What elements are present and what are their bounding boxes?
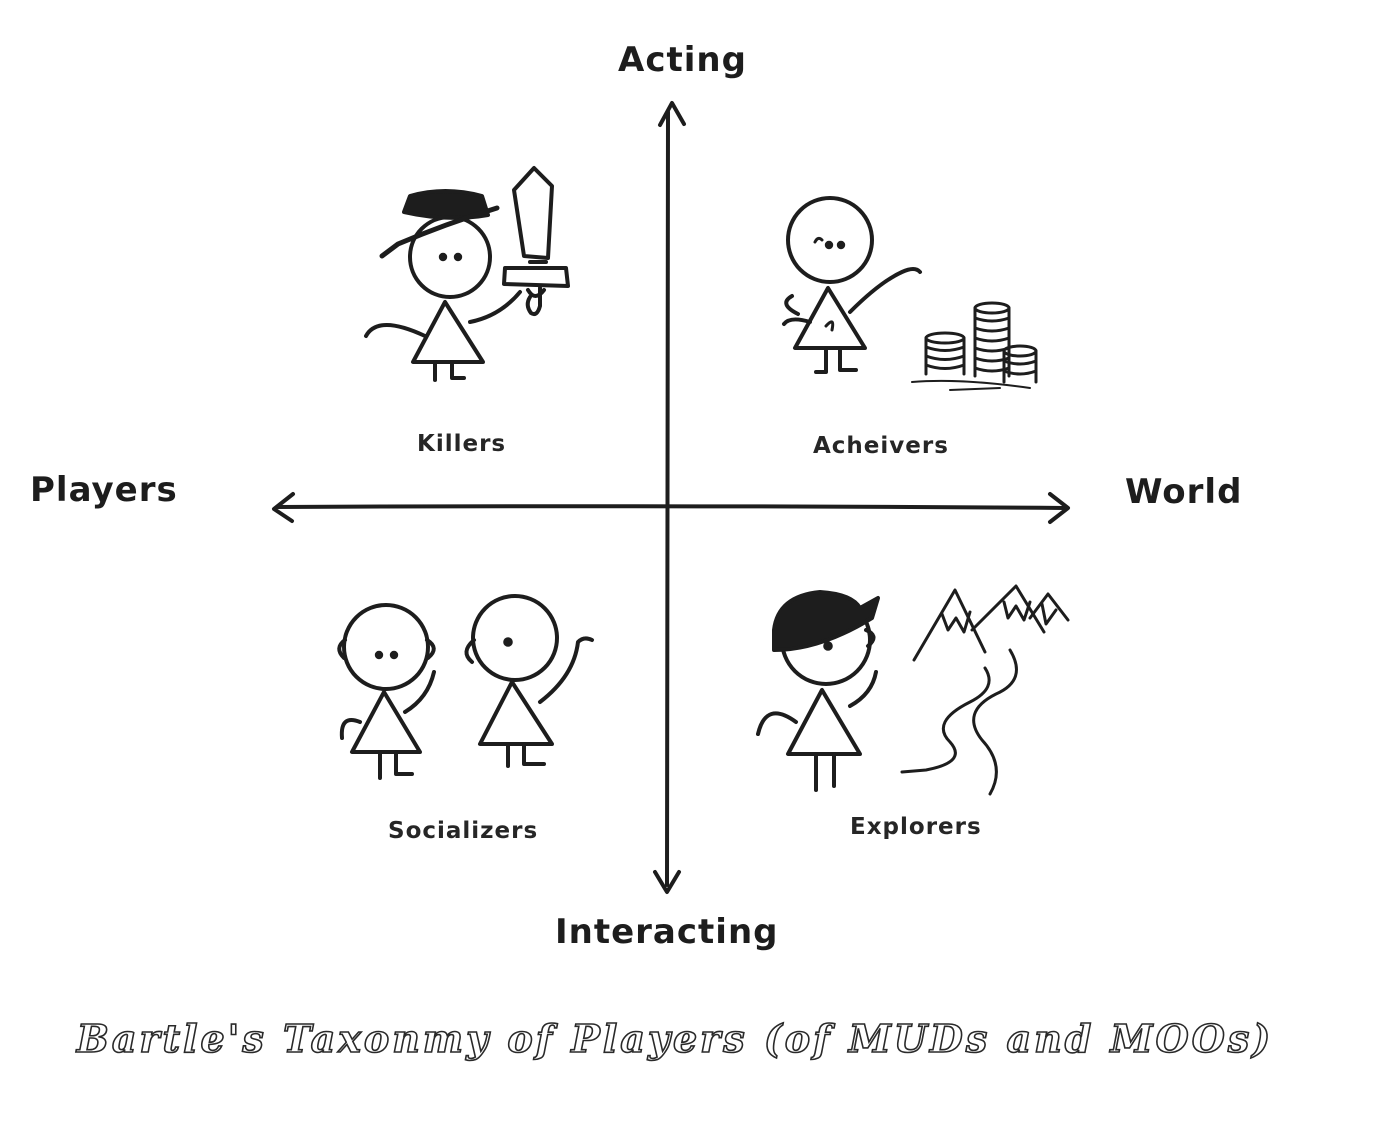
coin-stacks-icon — [911, 301, 1038, 391]
arrow-down-icon — [653, 870, 681, 894]
achiever-figure-icon — [782, 196, 1038, 391]
diagram-caption: Bartle's Taxonmy of Players (of MUDs and… — [76, 1015, 1274, 1062]
killer-figure-icon — [364, 166, 570, 382]
axis-label-top: Acting — [618, 40, 747, 80]
river-icon — [900, 648, 1018, 796]
quadrant-label-acheivers: Acheivers — [813, 433, 949, 459]
socializers-figure-icon — [337, 594, 594, 780]
vertical-axis — [653, 101, 686, 894]
quadrant-label-killers: Killers — [417, 431, 507, 457]
horizontal-axis — [272, 492, 1070, 524]
axis-label-left: Players — [30, 470, 178, 510]
arrow-right-icon — [1048, 492, 1070, 524]
quadrant-label-explorers: Explorers — [850, 814, 982, 840]
arrow-up-icon — [658, 101, 686, 127]
mountains-icon — [912, 584, 1070, 662]
quadrant-label-socializers: Socializers — [388, 818, 539, 844]
axis-label-right: World — [1125, 472, 1243, 512]
axis-label-bottom: Interacting — [555, 912, 779, 952]
explorer-figure-icon — [756, 584, 1070, 796]
arrow-left-icon — [272, 492, 295, 523]
